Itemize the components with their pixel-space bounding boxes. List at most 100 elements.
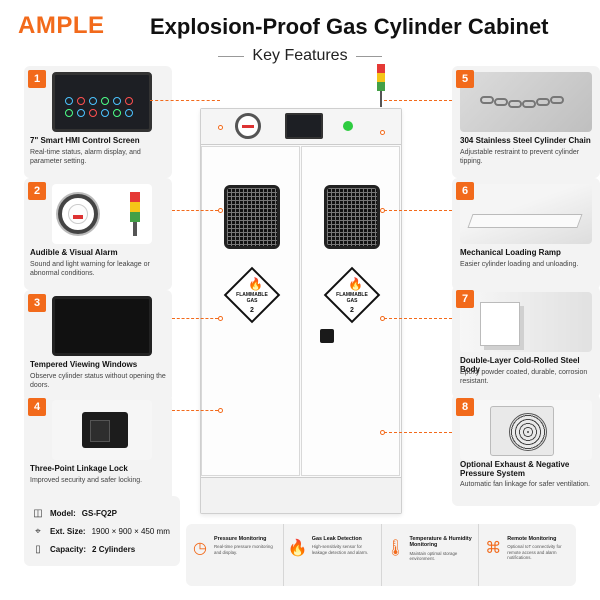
feature-title: Optional Exhaust & Negative Pressure Sys… bbox=[460, 460, 570, 478]
feature-card-3: 3 Tempered Viewing Windows Observe cylin… bbox=[24, 290, 172, 402]
cabinet-power-button bbox=[343, 121, 353, 131]
spec-value: 2 Cylinders bbox=[92, 544, 136, 554]
flammable-gas-label-right: 🔥 FLAMMABLE GAS 2 bbox=[323, 266, 381, 324]
chain-icon bbox=[460, 72, 592, 132]
hazard-text: FLAMMABLE bbox=[236, 292, 268, 298]
subtitle-divider-left bbox=[218, 55, 245, 57]
connector-line bbox=[384, 432, 452, 433]
viewing-window-left bbox=[224, 185, 280, 249]
steel-body-icon bbox=[460, 292, 592, 352]
feature-badge: 8 bbox=[456, 398, 474, 416]
bottom-feature-desc: Real-time pressure monitoring and displa… bbox=[214, 544, 273, 555]
hazard-class: 2 bbox=[250, 307, 254, 314]
feature-desc: Adjustable restraint to prevent cylinder… bbox=[460, 149, 580, 166]
wifi-icon: ⌘ bbox=[485, 540, 502, 557]
hazard-text: FLAMMABLE bbox=[336, 292, 368, 298]
feature-card-1: 1 7" Smart HMI Control Screen Real-time … bbox=[24, 66, 172, 178]
spec-row-size: ⌖ Ext. Size: 1900 × 900 × 450 mm bbox=[32, 522, 172, 540]
page-title: Explosion-Proof Gas Cylinder Cabinet bbox=[150, 14, 549, 39]
spec-label: Model: bbox=[50, 508, 76, 518]
feature-title: Tempered Viewing Windows bbox=[30, 360, 138, 369]
feature-badge: 2 bbox=[28, 182, 46, 200]
feature-card-8: 8 Optional Exhaust & Negative Pressure S… bbox=[452, 394, 600, 506]
connector-line bbox=[172, 410, 218, 411]
connector-line bbox=[384, 100, 452, 101]
bottom-feature-title: Temperature & Humidity Monitoring bbox=[409, 536, 472, 549]
cabinet-gauge-icon bbox=[235, 113, 261, 139]
brand-logo: AMPLE bbox=[18, 12, 105, 39]
flame-icon: 🔥 bbox=[287, 540, 308, 557]
feature-badge: 5 bbox=[456, 70, 474, 88]
feature-title: 304 Stainless Steel Cylinder Chain bbox=[460, 136, 591, 145]
cabinet-door-left: 🔥 FLAMMABLE GAS 2 bbox=[201, 146, 300, 476]
bottom-feature-remote: ⌘ Remote Monitoring Optional IoT connect… bbox=[478, 524, 576, 586]
feature-desc: Epoxy powder coated, durable, corrosion … bbox=[460, 369, 588, 386]
feature-desc: Real-time status, alarm display, and par… bbox=[30, 149, 141, 166]
alarm-icon bbox=[52, 184, 152, 244]
hazard-class: 2 bbox=[350, 307, 354, 314]
bottom-feature-title: Remote Monitoring bbox=[507, 536, 557, 542]
spec-row-model: ◫ Model: GS-FQ2P bbox=[32, 504, 172, 522]
subtitle-divider-right bbox=[355, 55, 382, 57]
cabinet-hmi-screen bbox=[285, 113, 323, 139]
feature-title: Mechanical Loading Ramp bbox=[460, 248, 561, 257]
connector-dot bbox=[380, 208, 385, 213]
connector-dot bbox=[380, 430, 385, 435]
flame-icon: 🔥 bbox=[348, 277, 363, 291]
subtitle: Key Features bbox=[252, 47, 348, 64]
subtitle-row: Key Features bbox=[200, 46, 400, 66]
cylinder-icon: ▯ bbox=[35, 543, 41, 555]
spec-row-capacity: ▯ Capacity: 2 Cylinders bbox=[32, 540, 172, 558]
connector-line bbox=[384, 210, 452, 211]
feature-card-6: 6 Mechanical Loading Ramp Easier cylinde… bbox=[452, 178, 600, 290]
feature-desc: Automatic fan linkage for safer ventilat… bbox=[460, 481, 590, 488]
feature-card-4: 4 Three-Point Linkage Lock Improved secu… bbox=[24, 394, 172, 506]
thermometer-icon: 🌡 bbox=[385, 540, 406, 557]
cabinet-door-right: 🔥 FLAMMABLE GAS 2 bbox=[301, 146, 400, 476]
connector-line bbox=[172, 210, 218, 211]
ruler-icon: ⌖ bbox=[35, 525, 41, 537]
connector-line bbox=[172, 318, 218, 319]
spec-label: Capacity: bbox=[50, 544, 87, 554]
feature-badge: 3 bbox=[28, 294, 46, 312]
hazard-text: GAS bbox=[346, 298, 358, 304]
feature-badge: 7 bbox=[456, 290, 474, 308]
bottom-feature-temperature: 🌡 Temperature & Humidity Monitoring Main… bbox=[380, 524, 479, 586]
spec-value: 1900 × 900 × 450 mm bbox=[91, 526, 170, 536]
connector-dot bbox=[218, 408, 223, 413]
alarm-gauge-icon bbox=[58, 194, 98, 234]
feature-title: Three-Point Linkage Lock bbox=[30, 464, 128, 473]
feature-card-2: 2 Audible & Visual Alarm Sound and light… bbox=[24, 178, 172, 290]
bottom-feature-desc: High-sensitivity sensor for leakage dete… bbox=[311, 544, 369, 555]
feature-title: Double-Layer Cold-Rolled Steel Body bbox=[460, 356, 580, 374]
connector-line bbox=[150, 100, 220, 101]
door-latch-icon bbox=[320, 329, 334, 343]
specs-panel: ◫ Model: GS-FQ2P ⌖ Ext. Size: 1900 × 900… bbox=[24, 496, 180, 566]
feature-desc: Sound and light warning for leakage or a… bbox=[30, 261, 150, 278]
flame-icon: 🔥 bbox=[248, 277, 263, 291]
feature-title: 7" Smart HMI Control Screen bbox=[30, 136, 140, 145]
gas-cylinder-cabinet: 🔥 FLAMMABLE GAS 2 🔥 FLAMMABLE GAS 2 bbox=[200, 108, 402, 514]
bottom-features-strip: ◷ Pressure Monitoring Real-time pressure… bbox=[186, 524, 576, 586]
connector-dot bbox=[218, 316, 223, 321]
feature-desc: Improved security and safer locking. bbox=[30, 477, 143, 484]
feature-desc: Easier cylinder loading and unloading. bbox=[460, 261, 579, 268]
feature-title: Audible & Visual Alarm bbox=[30, 248, 118, 257]
cabinet-light-tower-icon bbox=[377, 64, 385, 107]
cabinet-base bbox=[201, 477, 401, 513]
cabinet-control-panel bbox=[201, 109, 401, 145]
exhaust-fan-icon bbox=[460, 400, 592, 460]
light-tower-icon bbox=[130, 192, 140, 236]
bottom-feature-desc: Optional IoT connectivity for remote acc… bbox=[507, 544, 562, 561]
connector-dot bbox=[218, 208, 223, 213]
flammable-gas-label-left: 🔥 FLAMMABLE GAS 2 bbox=[223, 266, 281, 324]
connector-dot bbox=[218, 125, 223, 130]
connector-line bbox=[384, 318, 452, 319]
bottom-feature-gas-leak: 🔥 Gas Leak Detection High-sensitivity se… bbox=[282, 524, 381, 586]
bottom-feature-pressure: ◷ Pressure Monitoring Real-time pressure… bbox=[186, 524, 283, 586]
cube-icon: ◫ bbox=[33, 507, 43, 519]
ramp-icon bbox=[460, 184, 592, 244]
bottom-feature-title: Gas Leak Detection bbox=[311, 536, 362, 542]
spec-label: Ext. Size: bbox=[50, 526, 86, 536]
bottom-feature-title: Pressure Monitoring bbox=[214, 536, 267, 542]
